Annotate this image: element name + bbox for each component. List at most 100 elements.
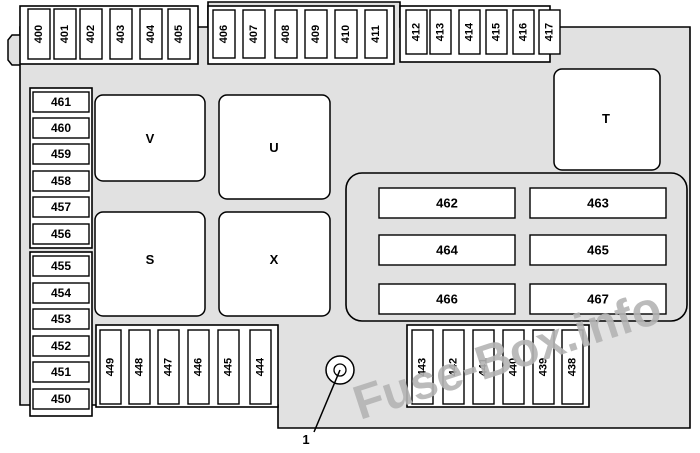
- fuse-407: 407: [242, 9, 266, 59]
- fuse-label: 401: [59, 25, 71, 43]
- fuse-body: [378, 283, 516, 315]
- fuse-412: 412: [405, 9, 428, 55]
- fuse-body: [405, 9, 428, 55]
- fuse-458: 458: [32, 170, 90, 192]
- fuse-463: 463: [529, 187, 667, 219]
- fuse-body: [334, 9, 358, 59]
- fuse-label: 404: [145, 24, 157, 43]
- relay-x-label: X: [270, 252, 279, 267]
- fuse-447: 447: [157, 329, 180, 405]
- fuse-413: 413: [429, 9, 452, 55]
- fuse-label: 467: [587, 292, 609, 307]
- fuse-body: [32, 388, 90, 410]
- fuse-label: 460: [51, 121, 71, 135]
- fuse-462: 462: [378, 187, 516, 219]
- fuse-body: [109, 8, 133, 60]
- fuse-410: 410: [334, 9, 358, 59]
- relay-v-label: V: [146, 131, 155, 146]
- fuse-459: 459: [32, 143, 90, 165]
- relay-u: U: [218, 94, 331, 200]
- fuse-body: [561, 329, 584, 405]
- relay-s: S: [94, 211, 206, 317]
- fuse-body: [429, 9, 452, 55]
- fuse-408: 408: [274, 9, 298, 59]
- fuse-body: [32, 282, 90, 304]
- fuse-label: 438: [567, 358, 579, 376]
- fuse-label: 461: [51, 95, 71, 109]
- fuse-body: [32, 223, 90, 245]
- fuse-label: 463: [587, 196, 609, 211]
- fuse-453: 453: [32, 308, 90, 330]
- fuse-body: [378, 187, 516, 219]
- fuse-461: 461: [32, 91, 90, 113]
- fuse-416: 416: [512, 9, 535, 55]
- fuse-454: 454: [32, 282, 90, 304]
- fuse-438: 438: [561, 329, 584, 405]
- fuse-405: 405: [167, 8, 191, 60]
- fuse-label: 456: [51, 227, 71, 241]
- fuse-label: 455: [51, 259, 71, 273]
- fuse-body: [364, 9, 388, 59]
- fuse-body: [304, 9, 328, 59]
- fuse-414: 414: [458, 9, 481, 55]
- fuse-body: [242, 9, 266, 59]
- fuse-label: 411: [370, 25, 382, 43]
- fuse-body: [32, 308, 90, 330]
- bottom-right-fuse-strip: [406, 324, 590, 408]
- fuse-442: 442: [442, 329, 465, 405]
- fuse-body: [378, 234, 516, 266]
- relay-u-label: U: [269, 140, 278, 155]
- fuse-409: 409: [304, 9, 328, 59]
- fuse-body: [529, 234, 667, 266]
- fuse-label: 462: [436, 196, 458, 211]
- fuse-label: 410: [340, 25, 352, 43]
- fuse-label: 447: [163, 358, 175, 376]
- fuse-452: 452: [32, 335, 90, 357]
- fuse-body: [458, 9, 481, 55]
- fuse-441: 441: [472, 329, 495, 405]
- fuse-label: 405: [173, 25, 185, 43]
- fuse-400: 400: [27, 8, 51, 60]
- fuse-body: [529, 283, 667, 315]
- fuse-body: [53, 8, 77, 60]
- bottom-left-fuse-strip: [95, 324, 279, 408]
- fuse-label: 464: [436, 243, 458, 258]
- fuse-446: 446: [187, 329, 210, 405]
- fuse-label: 465: [587, 243, 609, 258]
- fuse-label: 400: [33, 25, 45, 43]
- fuse-body: [472, 329, 495, 405]
- fuse-449: 449: [99, 329, 122, 405]
- fuse-443: 443: [411, 329, 434, 405]
- fuse-label: 413: [435, 23, 447, 41]
- fuse-439: 439: [532, 329, 555, 405]
- fuse-467: 467: [529, 283, 667, 315]
- fuse-label: 449: [105, 358, 117, 376]
- fuse-404: 404: [139, 8, 163, 60]
- fuse-444: 444: [249, 329, 272, 405]
- mounting-tab: [7, 34, 20, 66]
- fuse-label: 415: [491, 23, 503, 41]
- fuse-label: 446: [193, 358, 205, 376]
- relay-t: T: [553, 68, 661, 171]
- fuse-402: 402: [79, 8, 103, 60]
- fuse-label: 409: [310, 25, 322, 43]
- fuse-body: [27, 8, 51, 60]
- fuse-label: 445: [223, 358, 235, 376]
- fuse-body: [411, 329, 434, 405]
- fuse-body: [217, 329, 240, 405]
- fuse-body: [99, 329, 122, 405]
- fuse-455: 455: [32, 255, 90, 277]
- fuse-label: 403: [115, 25, 127, 43]
- fuse-401: 401: [53, 8, 77, 60]
- relay-v: V: [94, 94, 206, 182]
- fuse-label: 416: [518, 23, 530, 41]
- fuse-label: 453: [51, 312, 71, 326]
- fuse-body: [32, 361, 90, 383]
- fuse-body: [538, 9, 561, 55]
- fuse-label: 450: [51, 392, 71, 406]
- fuse-415: 415: [485, 9, 508, 55]
- fuse-body: [502, 329, 525, 405]
- top-mid-fuse-strip: [207, 5, 395, 65]
